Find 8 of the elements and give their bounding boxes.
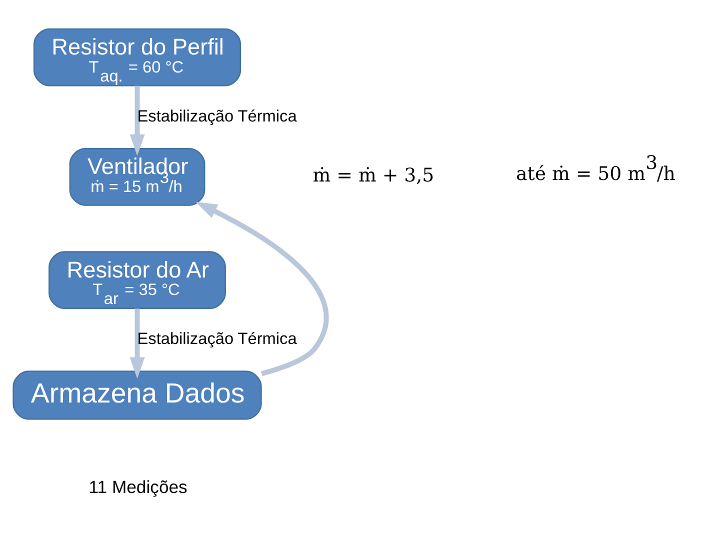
edge-label: Estabilização Térmica: [137, 330, 297, 348]
node-box: Armazena Dados: [12, 370, 262, 420]
node-label: 11 Medições: [88, 476, 188, 496]
arrow: [196, 201, 329, 376]
arrow: [130, 308, 145, 378]
label: ṁ = ṁ + 3,5: [312, 164, 434, 186]
arrow: [130, 85, 145, 156]
edge-label: Estabilização Térmica: [137, 106, 297, 125]
